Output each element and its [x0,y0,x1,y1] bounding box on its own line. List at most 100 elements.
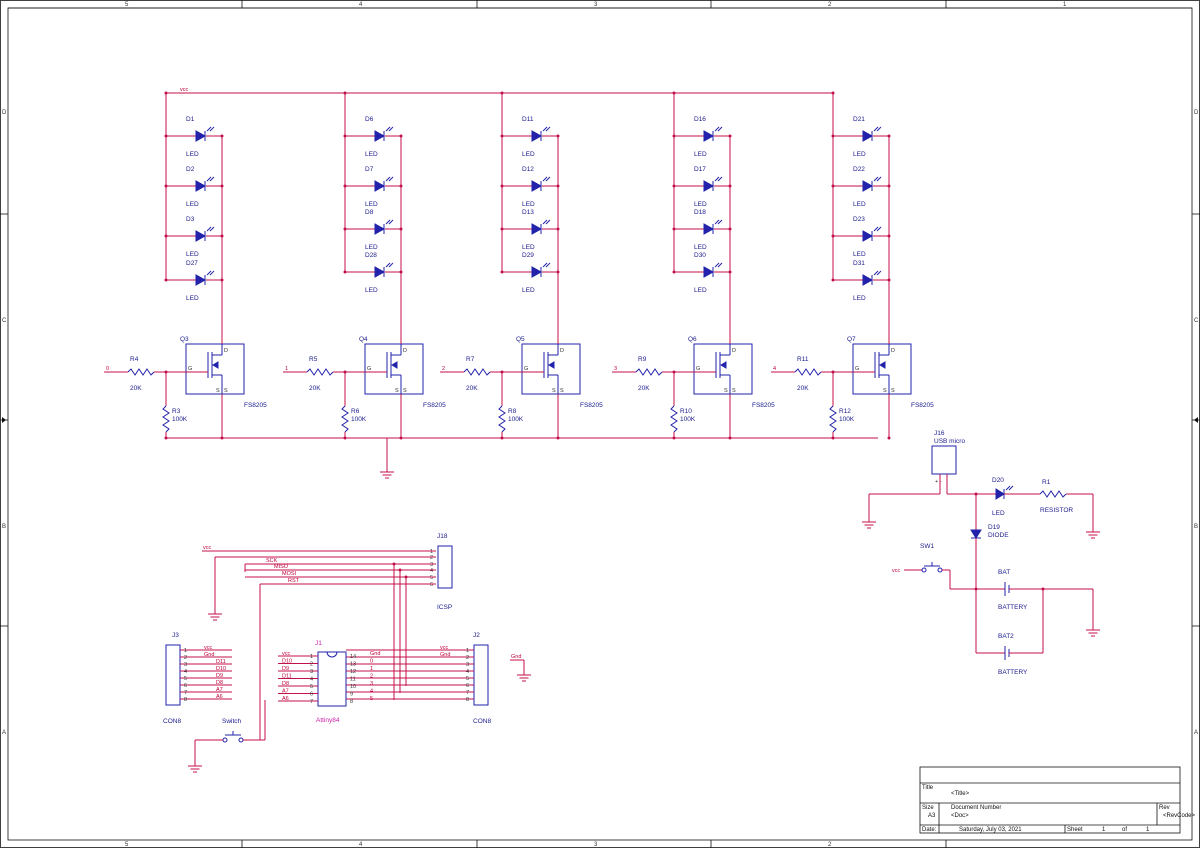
j3-net-1: vcc [204,645,213,651]
led-value: LED [853,295,866,302]
j3-net-7: A7 [216,687,223,693]
mosfet-pin-s: S [216,388,220,394]
ground-symbol-main [380,471,394,479]
frame-row-right-b: B [1194,524,1198,530]
icsp-pin-3: 3 [430,562,433,568]
mcu-right-net-6: 4 [370,689,373,695]
led-symbol-d22 [862,180,874,192]
junction [500,134,504,138]
led-value: LED [522,201,535,208]
j3-net-8: A6 [216,694,223,700]
mosfet-arrow [212,361,219,369]
j2-pin-2: 2 [466,655,469,661]
j3-body [165,644,181,706]
led-ray [209,270,215,276]
led-value: LED [522,287,535,294]
junction [500,270,504,274]
led-ref-d8: D8 [365,209,374,216]
junction [831,278,835,282]
mcu-left-net-7: A6 [282,696,289,702]
led-symbol-d29 [531,266,543,278]
led-symbol-d30 [703,266,715,278]
series-resistor-ref: R5 [309,356,318,363]
j2-gnd-label: Gnd [511,654,521,660]
junction [343,270,347,274]
mosfet-pin-s2: S [403,388,407,394]
mcu-right-pin-6: 9 [350,692,353,698]
junction [220,234,224,238]
mosfet-pin-g: G [696,366,700,372]
pulldown-ref: R12 [839,408,851,415]
j3-pin-2: 2 [184,655,187,661]
mcu-left-net-6: A7 [282,689,289,695]
mosfet-part: FS8205 [911,402,934,409]
led-symbol-d6 [374,130,386,142]
junction [399,227,403,231]
led-ray [385,219,391,225]
led-value: LED [186,201,199,208]
led-ref-d22: D22 [853,166,865,173]
led-ray [206,176,212,182]
junction [887,278,891,282]
mcu-left-pin-6: 6 [310,692,313,698]
resistor-r5 [306,368,334,376]
gate-input-net: 0 [106,366,109,372]
led-symbol-d27 [195,274,207,286]
junction [164,234,168,238]
mcu-left-pin-7: 7 [310,699,313,705]
led-symbol-d31 [862,274,874,286]
led-ray [545,219,551,225]
series-resistor-value: 20K [638,385,650,392]
j2-pin-5: 5 [466,676,469,682]
led-symbol-d17 [703,180,715,192]
led-value: LED [186,295,199,302]
resistor-r10 [670,405,678,433]
mosfet-pin-s2: S [891,388,895,394]
led-ray [876,126,882,132]
led-symbol-d21 [862,130,874,142]
frame-col-bottom-2: 4 [359,842,363,848]
frame-row-left-a: A [2,730,6,736]
bat2-value: BATTERY [998,669,1028,676]
led-ray [876,270,882,276]
led-ref-d27: D27 [186,260,198,267]
junction [556,184,560,188]
mcu-left-pin-3: 3 [310,669,313,675]
junction [887,436,891,440]
mosfet-pin-d: D [560,348,564,354]
mcu-right-net-5: 3 [370,681,373,687]
led-value: LED [365,244,378,251]
junction [728,184,732,188]
led-symbol-d2 [195,180,207,192]
j3-ref: J3 [172,632,179,639]
mosfet-pin-s: S [395,388,399,394]
r1-ref: R1 [1042,479,1051,486]
frame-col-bottom-1: 5 [125,842,129,848]
tb-rev-label: Rev [1159,805,1170,811]
led-ray [717,126,723,132]
j2-pin-6: 6 [466,683,469,689]
tb-size-label: Size [922,805,934,811]
j3-net-6: D8 [216,680,223,686]
led-ray [876,226,882,232]
led-ref-d31: D31 [853,260,865,267]
led-ray [545,262,551,268]
junction [399,270,403,274]
led-ray [388,176,394,182]
led-ray [714,176,720,182]
frame-row-right-d: D [1194,110,1199,116]
series-resistor-value: 20K [797,385,809,392]
led-symbol-d28 [374,266,386,278]
junction [672,270,676,274]
led-ray [206,226,212,232]
reset-switch-section: Switch [188,700,266,773]
icsp-vcc-label: vcc [203,545,212,551]
resistor-r8 [498,405,506,433]
sw1-ref: SW1 [920,543,934,550]
